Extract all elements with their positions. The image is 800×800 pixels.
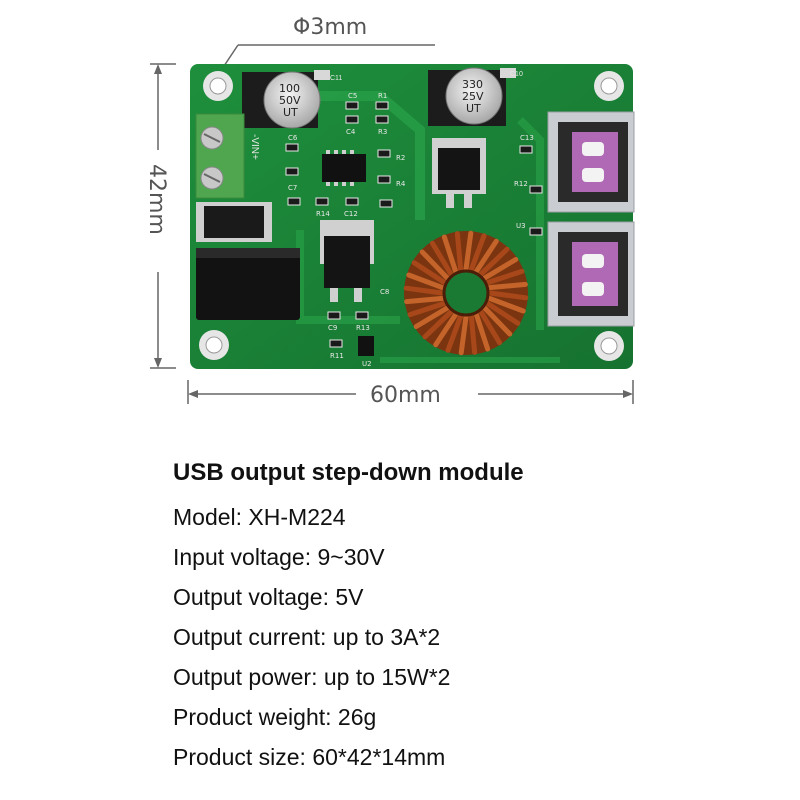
winding-turn <box>486 295 526 314</box>
winding-turn <box>429 240 454 277</box>
control-ic <box>322 150 366 186</box>
capacitor-330uf-value: 330 <box>462 78 483 91</box>
width-dimension: 60mm <box>187 380 634 408</box>
silkscreen-labels: C5 R1 C4 R3 C6 C7 R14 C12 R2 R4 C13 R12 … <box>288 92 534 368</box>
winding-turn <box>473 238 499 274</box>
winding-turn <box>473 312 491 352</box>
vin-label: -VIN+ <box>249 134 260 160</box>
spec-model: Model: XH-M224 <box>173 504 346 530</box>
winding-turn <box>419 249 450 281</box>
hole-dimension: Φ3mm <box>211 15 435 85</box>
usb-port-top <box>547 111 635 213</box>
svg-text:C4: C4 <box>346 128 356 136</box>
svg-text:C7: C7 <box>288 184 297 192</box>
mosfet-bottom <box>320 220 374 302</box>
svg-text:R4: R4 <box>396 180 406 188</box>
winding-turn <box>407 300 447 318</box>
winding-turn <box>468 233 487 273</box>
capacitor-100uf: 100 50V UT C11 <box>242 70 342 129</box>
svg-text:C8: C8 <box>380 288 389 296</box>
winding-turn <box>411 260 447 286</box>
winding-turn <box>422 309 454 340</box>
mounting-hole-bottom-right <box>594 331 624 361</box>
svg-text:R3: R3 <box>378 128 387 136</box>
winding-turn <box>478 309 503 346</box>
mounting-hole-top-left <box>203 71 233 101</box>
winding-turn <box>485 300 521 326</box>
height-dimension-label: 42mm <box>144 164 169 235</box>
height-dimension: 42mm <box>144 63 176 369</box>
svg-text:C6: C6 <box>288 134 298 142</box>
winding-turn <box>441 234 459 274</box>
width-dimension-label: 60mm <box>370 383 441 408</box>
capacitor-330uf: 330 25V UT C10 <box>428 67 523 126</box>
winding-turn <box>485 268 525 286</box>
winding-turn <box>487 290 529 301</box>
capacitor-330uf-ref: C10 <box>510 71 523 78</box>
winding-turn <box>445 313 464 353</box>
usb-port-bottom <box>547 221 635 327</box>
small-ic <box>358 336 374 356</box>
spec-weight: Product weight: 26g <box>173 704 377 730</box>
winding-turn <box>403 285 445 296</box>
spec-output-voltage: Output voltage: 5V <box>173 584 364 610</box>
winding-turn <box>486 281 528 291</box>
capacitor-100uf-value: 100 <box>279 82 300 95</box>
spec-title: USB output step-down module <box>173 459 524 486</box>
svg-text:U2: U2 <box>362 360 372 368</box>
capacitor-100uf-ref: C11 <box>330 75 342 82</box>
spec-input-voltage: Input voltage: 9~30V <box>173 544 385 570</box>
winding-turn <box>413 305 450 330</box>
svg-text:R1: R1 <box>378 92 387 100</box>
svg-text:R2: R2 <box>396 154 405 162</box>
winding-turn <box>454 231 464 273</box>
capacitor-330uf-brand: UT <box>466 102 481 115</box>
product-photo: Φ3mm 42mm 60mm <box>144 15 635 408</box>
dc-barrel-jack <box>196 248 300 320</box>
pcb-board: 100 50V UT C11 330 25V UT C10 -VIN+ <box>190 64 635 369</box>
svg-text:C12: C12 <box>344 210 358 218</box>
svg-text:R11: R11 <box>330 352 344 360</box>
winding-turn <box>468 313 478 355</box>
winding-turn <box>482 256 519 281</box>
svg-text:R14: R14 <box>316 210 330 218</box>
smd-components <box>285 101 543 348</box>
spec-list: USB output step-down module Model: XH-M2… <box>173 458 773 777</box>
winding-turn <box>478 246 510 277</box>
winding-turn <box>433 312 459 348</box>
spec-output-power: Output power: up to 15W*2 <box>173 664 451 690</box>
capacitor-100uf-brand: UT <box>283 106 298 119</box>
winding-turn <box>404 295 446 305</box>
svg-text:C5: C5 <box>348 92 357 100</box>
svg-text:U3: U3 <box>516 222 526 230</box>
svg-text:R12: R12 <box>514 180 528 188</box>
svg-text:C13: C13 <box>520 134 534 142</box>
spec-output-current: Output current: up to 3A*2 <box>173 624 441 650</box>
winding-turn <box>463 230 474 272</box>
hole-dimension-label: Φ3mm <box>293 15 367 40</box>
svg-text:R13: R13 <box>356 324 370 332</box>
mounting-hole-top-right <box>594 71 624 101</box>
winding-turn <box>482 305 513 337</box>
diode <box>196 202 272 242</box>
svg-text:C9: C9 <box>328 324 337 332</box>
winding-turn <box>406 272 446 291</box>
capacitor-330uf-voltage: 25V <box>462 90 484 103</box>
capacitor-100uf-voltage: 50V <box>279 94 301 107</box>
mosfet-top <box>432 138 486 208</box>
screw-terminal: -VIN+ <box>195 113 260 199</box>
mounting-hole-bottom-left <box>199 330 229 360</box>
winding-turn <box>458 314 469 356</box>
spec-size: Product size: 60*42*14mm <box>173 744 446 770</box>
toroid-inductor <box>403 230 529 356</box>
